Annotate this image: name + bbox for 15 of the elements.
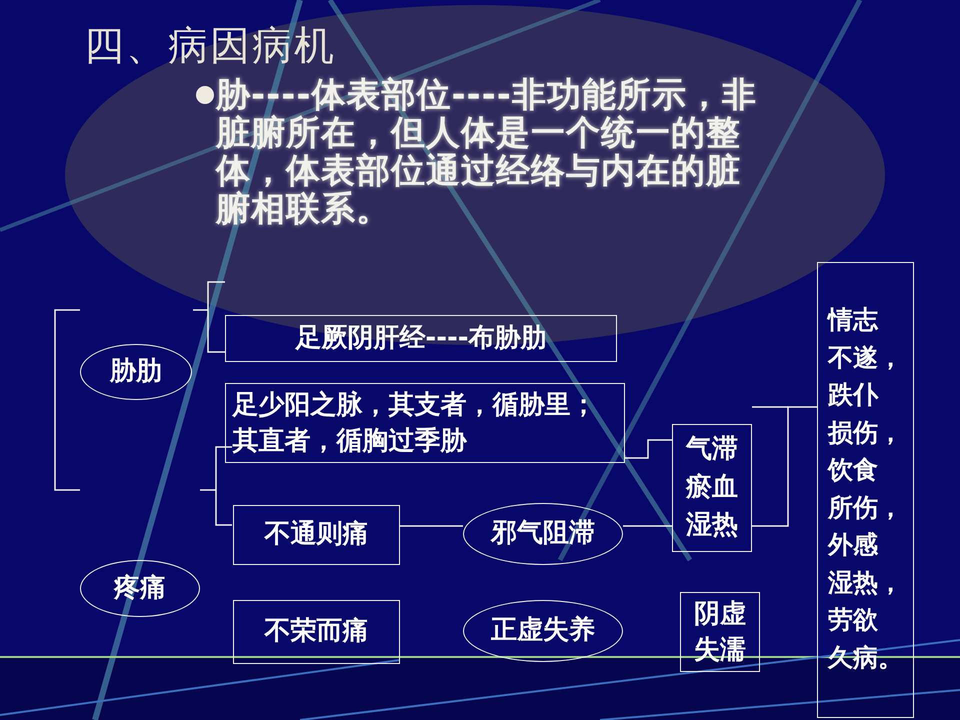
text-box: 气滞瘀血湿热: [672, 424, 752, 552]
ellipse-node: 胁肋: [80, 344, 192, 400]
slide-title: 四、病因病机: [84, 22, 336, 71]
connector-line: [625, 439, 672, 459]
ellipse-node: 正虚失养: [463, 600, 623, 662]
connector-line: [752, 406, 817, 527]
text-box: 足少阳之脉，其支者，循胁里；其直者，循胸过季胁: [225, 383, 625, 463]
connector-line: [400, 525, 463, 527]
connector-line: [623, 525, 672, 527]
text-box: 不通则痛: [233, 505, 400, 565]
ellipse-node: 疼痛: [80, 560, 200, 617]
bullet-text: 胁----体表部位----非功能所示，非脏腑所在，但人体是一个统一的整体，体表部位通过经络与内在的脏腑相联系。: [216, 76, 758, 228]
text-box: 足厥阴肝经----布胁肋: [225, 315, 617, 362]
text-box: 不荣而痛: [233, 600, 400, 664]
ellipse-node: 邪气阻滞: [463, 503, 623, 565]
